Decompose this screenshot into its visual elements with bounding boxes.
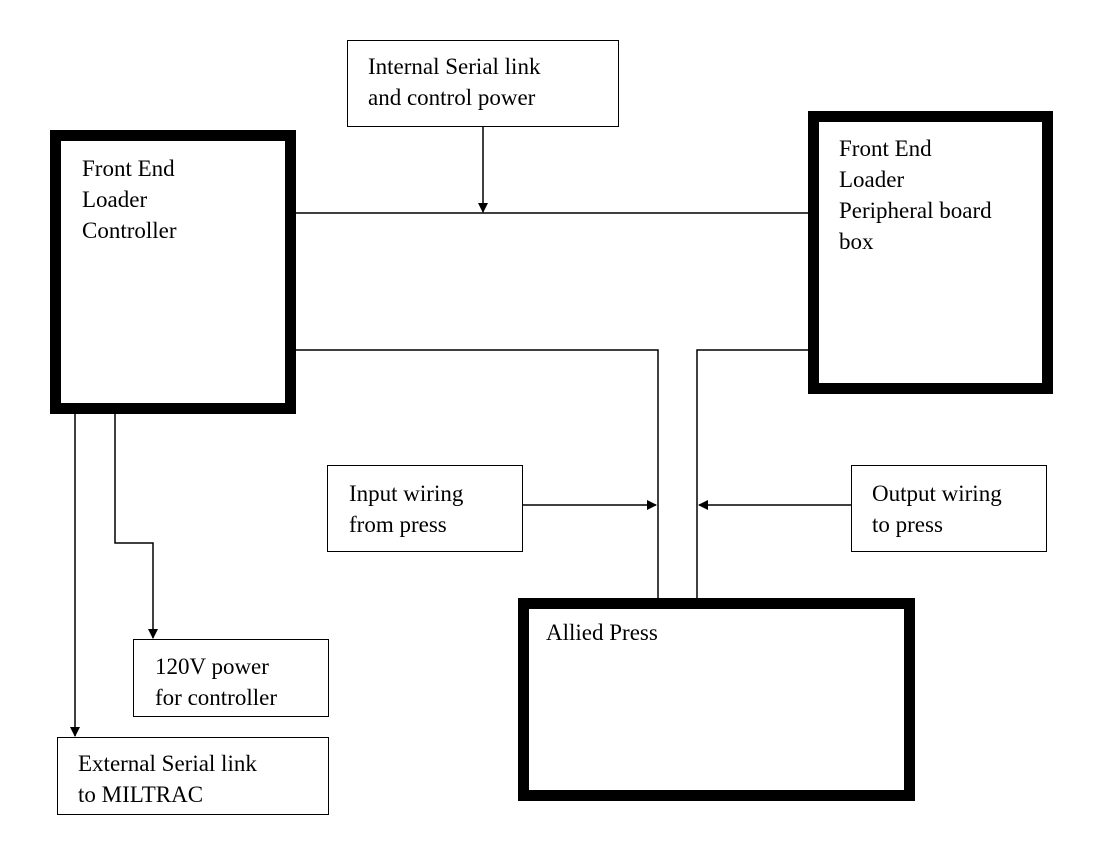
- front-end-loader-controller-label: Front End Loader Controller: [82, 156, 177, 243]
- front-end-loader-controller-box: [50, 130, 296, 414]
- power-120v-label: 120V power for controller: [155, 654, 277, 710]
- output-wiring-box: [851, 465, 1047, 552]
- internal-serial-link-label: Internal Serial link and control power: [368, 54, 541, 110]
- controller-to-press-line: [296, 349, 659, 600]
- input-wiring-label: Input wiring from press: [349, 481, 464, 537]
- peripheral-to-press-line: [696, 349, 810, 600]
- peripheral-board-box: [808, 111, 1053, 394]
- controller-to-power-line: [114, 413, 158, 639]
- external-serial-link-label: External Serial link to MILTRAC: [78, 751, 257, 807]
- input-wiring-box: [327, 465, 523, 552]
- external-serial-link-box: [57, 737, 329, 815]
- peripheral-board-box-label: Front End Loader Peripheral board box: [839, 136, 992, 254]
- allied-press-label: Allied Press: [546, 620, 658, 645]
- allied-press-box: [518, 598, 915, 801]
- power-120v-box: [133, 639, 329, 717]
- internal-serial-link-box: [347, 40, 619, 127]
- output-wiring-label: Output wiring to press: [872, 481, 1002, 537]
